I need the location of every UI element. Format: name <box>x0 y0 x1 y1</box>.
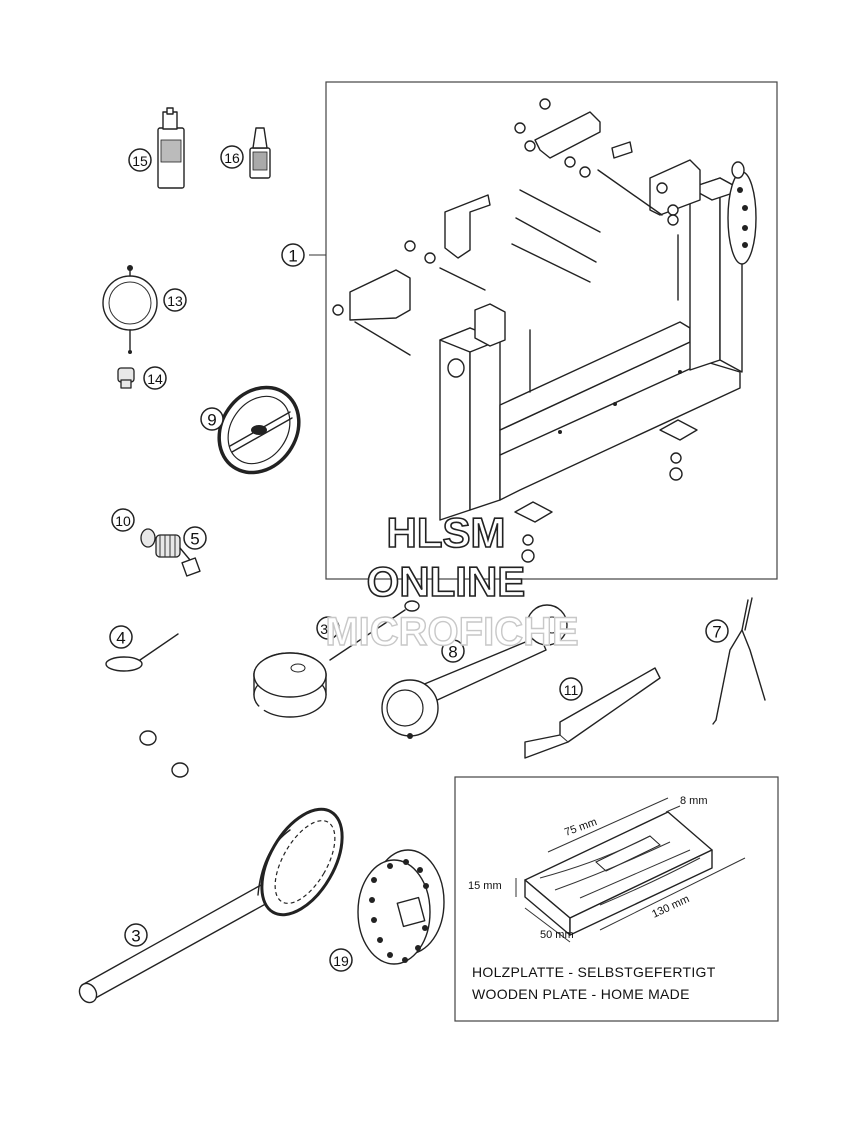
wooden-plate-box: 8 mm 75 mm 15 mm 130 mm 50 mm HOLZPLATTE… <box>454 776 779 1022</box>
svg-text:11: 11 <box>564 682 579 698</box>
engine-stand <box>439 159 757 523</box>
callout-10: 10 <box>111 508 135 532</box>
svg-text:14: 14 <box>147 371 163 387</box>
svg-text:9: 9 <box>207 411 216 430</box>
feeler-gauge <box>524 667 661 759</box>
callout-4: 4 <box>109 625 133 649</box>
svg-text:16: 16 <box>224 150 240 166</box>
watermark-line2: ONLINE <box>367 558 526 605</box>
callout-37: 37 <box>316 616 340 640</box>
svg-text:1: 1 <box>288 247 297 266</box>
hook-wrench <box>381 604 568 739</box>
rotor-holder <box>357 849 445 965</box>
dim-130mm: 130 mm <box>650 893 691 921</box>
dimension-lines <box>515 797 746 943</box>
callout-8: 8 <box>441 639 465 663</box>
holding-plate <box>217 385 301 475</box>
dim-50mm: 50 mm <box>540 929 574 941</box>
dim-15mm: 15 mm <box>468 880 502 892</box>
callout-14: 14 <box>143 366 167 390</box>
callout-19: 19 <box>329 948 353 972</box>
callouts: 1 3 4 5 7 8 9 10 11 13 14 15 16 19 37 <box>109 145 729 972</box>
callout-9: 9 <box>200 407 224 431</box>
svg-text:13: 13 <box>167 293 183 309</box>
dim-75mm: 75 mm <box>563 816 599 839</box>
svg-text:8: 8 <box>448 643 457 662</box>
svg-text:15: 15 <box>132 153 148 169</box>
engine-stand-group <box>309 81 778 580</box>
callout-3: 3 <box>124 923 148 947</box>
callout-13: 13 <box>163 288 187 312</box>
callout-7: 7 <box>705 619 729 643</box>
callout-5: 5 <box>183 526 207 550</box>
svg-text:7: 7 <box>712 623 721 642</box>
grease-tube <box>249 127 271 179</box>
watermark: HLSM ONLINE MICROFICHE <box>325 508 580 655</box>
gauge-adapter <box>117 367 135 389</box>
watermark-line1: HLSM <box>387 509 506 556</box>
dim-8mm: 8 mm <box>680 795 708 807</box>
svg-text:4: 4 <box>116 629 125 648</box>
svg-text:5: 5 <box>190 530 199 549</box>
puller-tool <box>139 600 420 778</box>
callout-16: 16 <box>220 145 244 169</box>
clutch-holder <box>78 807 344 1004</box>
watermark-line3: MICROFICHE <box>325 610 578 654</box>
dial-gauge <box>102 265 158 354</box>
caption-english: WOODEN PLATE - HOME MADE <box>472 986 690 1002</box>
svg-text:10: 10 <box>115 513 131 529</box>
wooden-plate-border <box>454 776 779 1022</box>
caption-german: HOLZPLATTE - SELBSTGEFERTIGT <box>472 964 716 980</box>
threadlocker-bottle <box>157 107 185 189</box>
callout-15: 15 <box>128 148 152 172</box>
engine-stand-frame-border <box>325 81 778 580</box>
svg-text:37: 37 <box>320 621 336 637</box>
bolt-set <box>332 98 683 563</box>
svg-text:3: 3 <box>131 927 140 946</box>
svg-text:19: 19 <box>333 953 349 969</box>
callout-11: 11 <box>559 677 583 701</box>
piston-pin-tool <box>140 528 201 577</box>
callout-1: 1 <box>281 243 305 267</box>
wooden-plate-drawing <box>524 811 713 936</box>
spoon-tool <box>105 633 179 672</box>
circlip-pliers <box>712 597 766 725</box>
